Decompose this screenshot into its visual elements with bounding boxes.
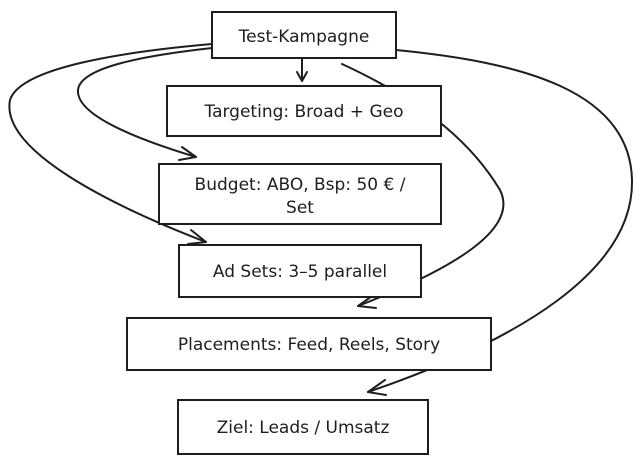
edge-test-kampagne-to-ad-sets <box>8 43 213 245</box>
nodes: Test-Kampagne Targeting: Broad + Geo Bud… <box>126 11 492 455</box>
node-label-ziel: Ziel: Leads / Umsatz <box>217 418 390 438</box>
node-label-targeting: Targeting: Broad + Geo <box>204 102 404 122</box>
node-label-test-kampagne: Test-Kampagne <box>238 27 370 47</box>
node-targeting[interactable]: Targeting: Broad + Geo <box>166 85 442 137</box>
node-label-ad-sets: Ad Sets: 3–5 parallel <box>213 262 387 282</box>
node-ziel[interactable]: Ziel: Leads / Umsatz <box>177 399 429 455</box>
arrow-head-icon <box>296 71 308 82</box>
node-ad-sets[interactable]: Ad Sets: 3–5 parallel <box>178 244 422 298</box>
edge-test-kampagne-to-budget <box>76 47 213 161</box>
arrow-head-icon <box>187 229 207 245</box>
node-label-placements: Placements: Feed, Reels, Story <box>178 335 440 355</box>
node-budget[interactable]: Budget: ABO, Bsp: 50 € / Set <box>158 163 442 225</box>
arrow-head-icon <box>178 146 197 161</box>
edge-test-kampagne-to-ziel <box>367 49 634 396</box>
node-label-budget-line-2: Set <box>286 198 314 218</box>
node-placements[interactable]: Placements: Feed, Reels, Story <box>126 317 492 371</box>
edge-test-kampagne-to-targeting <box>296 57 308 82</box>
node-label-budget-line-1: Budget: ABO, Bsp: 50 € / <box>195 175 406 195</box>
arrow-head-icon <box>367 379 387 396</box>
node-test-kampagne[interactable]: Test-Kampagne <box>211 11 397 59</box>
